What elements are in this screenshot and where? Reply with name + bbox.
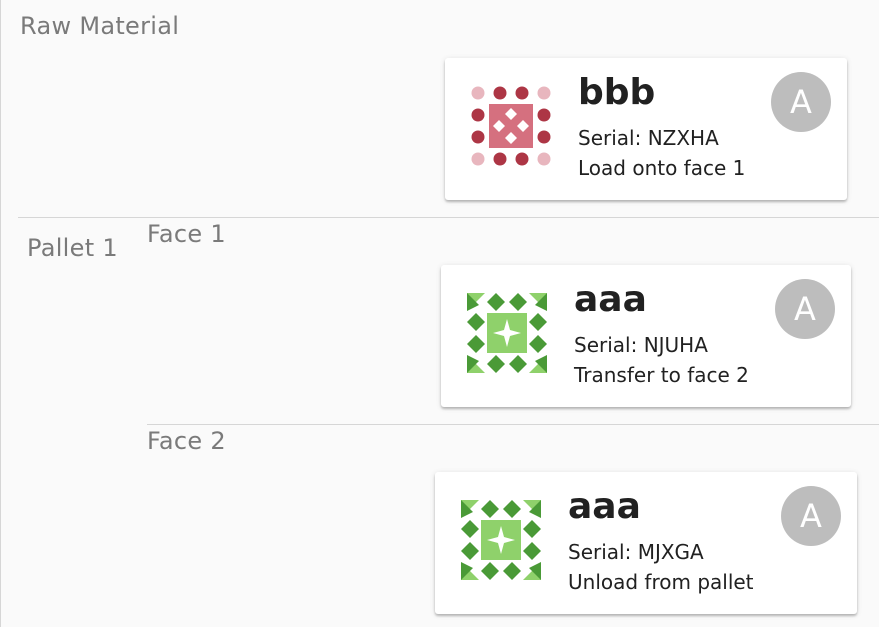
card-serial: Serial: NZXHA [578, 126, 719, 150]
identicon-green-icon [461, 500, 541, 580]
material-card-aaa-face-2[interactable]: aaa Serial: MJXGA Unload from pallet A [435, 472, 857, 614]
material-card-bbb[interactable]: bbb Serial: NZXHA Load onto face 1 A [445, 58, 847, 200]
card-serial: Serial: MJXGA [568, 540, 704, 564]
identicon-red-icon [471, 86, 551, 166]
face-2-label: Face 2 [147, 427, 226, 455]
card-title: aaa [568, 486, 641, 527]
avatar[interactable]: A [781, 486, 841, 546]
card-title: aaa [574, 279, 647, 320]
avatar[interactable]: A [775, 279, 835, 339]
pallet-label: Pallet 1 [27, 234, 118, 262]
card-title: bbb [578, 72, 656, 113]
section-divider [18, 217, 879, 218]
left-border [0, 0, 1, 627]
face-1-label: Face 1 [147, 220, 226, 248]
face-divider [147, 424, 879, 425]
raw-material-label: Raw Material [20, 12, 180, 40]
card-action: Load onto face 1 [578, 156, 746, 180]
card-action: Transfer to face 2 [574, 363, 749, 387]
material-card-aaa-face-1[interactable]: aaa Serial: NJUHA Transfer to face 2 A [441, 265, 851, 407]
card-serial: Serial: NJUHA [574, 333, 708, 357]
card-action: Unload from pallet [568, 570, 754, 594]
avatar[interactable]: A [771, 72, 831, 132]
identicon-green-icon [467, 293, 547, 373]
